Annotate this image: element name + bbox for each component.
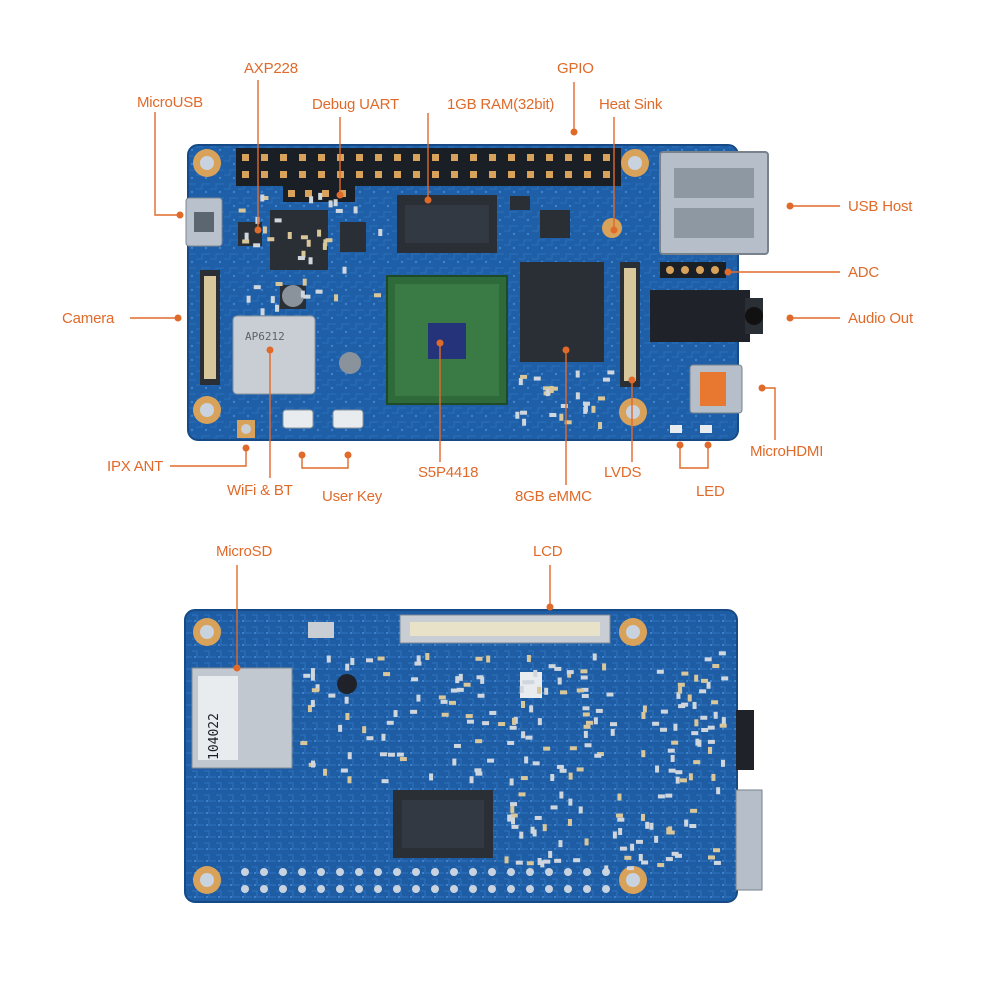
label-led: LED [696,483,725,500]
audio-jack-side [736,710,754,770]
label-microhdmi: MicroHDMI [750,443,823,460]
label-heat-sink: Heat Sink [599,96,662,113]
label-ipx-ant: IPX ANT [107,458,163,475]
label-emmc: 8GB eMMC [515,488,592,505]
wifi-module-label: AP6212 [245,330,285,343]
label-wifi-bt: WiFi & BT [227,482,293,499]
label-audio-out: Audio Out [848,310,913,327]
label-adc: ADC [848,264,879,281]
emmc-chip [520,262,604,362]
label-ram: 1GB RAM(32bit) [447,96,554,113]
bottom-board: 104022 [185,610,762,902]
soc-die [428,323,466,359]
label-user-key: User Key [322,488,382,505]
label-lvds: LVDS [604,464,641,481]
label-soc: S5P4418 [418,464,478,481]
usb-host-side [736,790,762,890]
label-microusb: MicroUSB [137,94,203,111]
label-usb-host: USB Host [848,198,912,215]
wifi-module [233,316,315,394]
usb-host-port [660,152,768,254]
label-debug-uart: Debug UART [312,96,399,113]
led [700,425,712,433]
top-board: AP6212 [186,145,768,440]
label-gpio: GPIO [557,60,594,77]
label-lcd: LCD [533,543,562,560]
label-microsd: MicroSD [216,543,272,560]
user-key [283,410,313,428]
label-camera: Camera [62,310,114,327]
adc-header [660,262,726,278]
led [670,425,682,433]
audio-jack [650,290,750,342]
label-axp228: AXP228 [244,60,298,77]
sd-code-label: 104022 [207,713,222,760]
user-key [333,410,363,428]
